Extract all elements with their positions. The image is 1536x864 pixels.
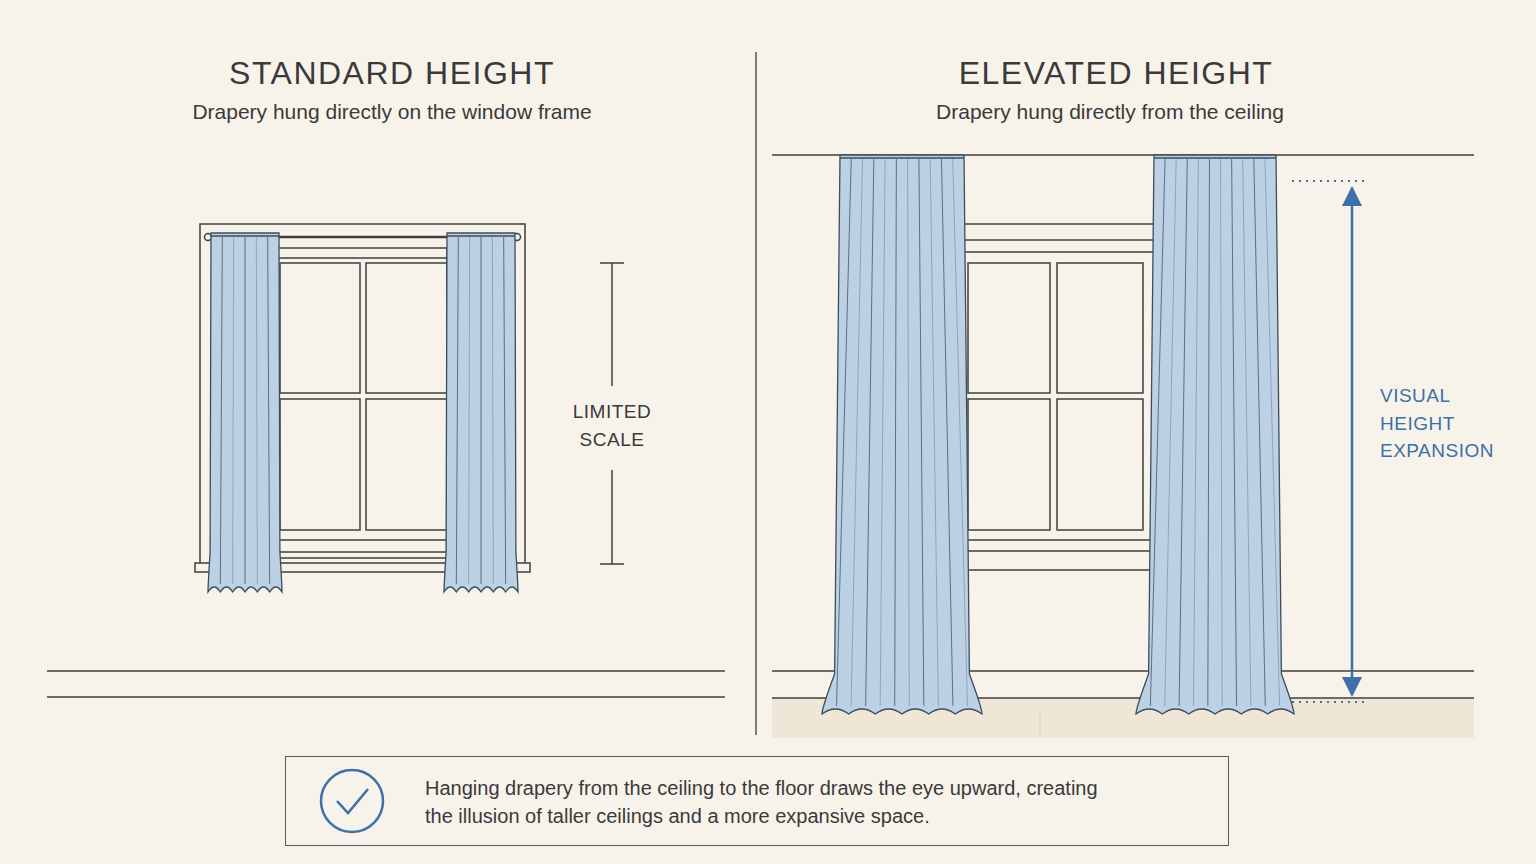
scale-label: LIMITED SCALE <box>557 398 667 453</box>
panel-title: ELEVATED HEIGHT <box>816 50 1416 96</box>
note-text: Hanging drapery from the ceiling to the … <box>425 774 1105 830</box>
curtain <box>1136 155 1294 714</box>
curtain <box>444 233 518 592</box>
curtain <box>208 233 282 592</box>
check-icon <box>321 770 383 832</box>
panel-subtitle: Drapery hung directly from the ceiling <box>810 97 1410 127</box>
dimension-label: VISUAL HEIGHT EXPANSION <box>1380 382 1520 465</box>
height-arrow <box>1351 188 1354 695</box>
curtain <box>822 155 982 714</box>
panel-subtitle: Drapery hung directly on the window fram… <box>92 97 692 127</box>
panel-title: STANDARD HEIGHT <box>92 50 692 96</box>
note-box: Hanging drapery from the ceiling to the … <box>285 756 1229 846</box>
